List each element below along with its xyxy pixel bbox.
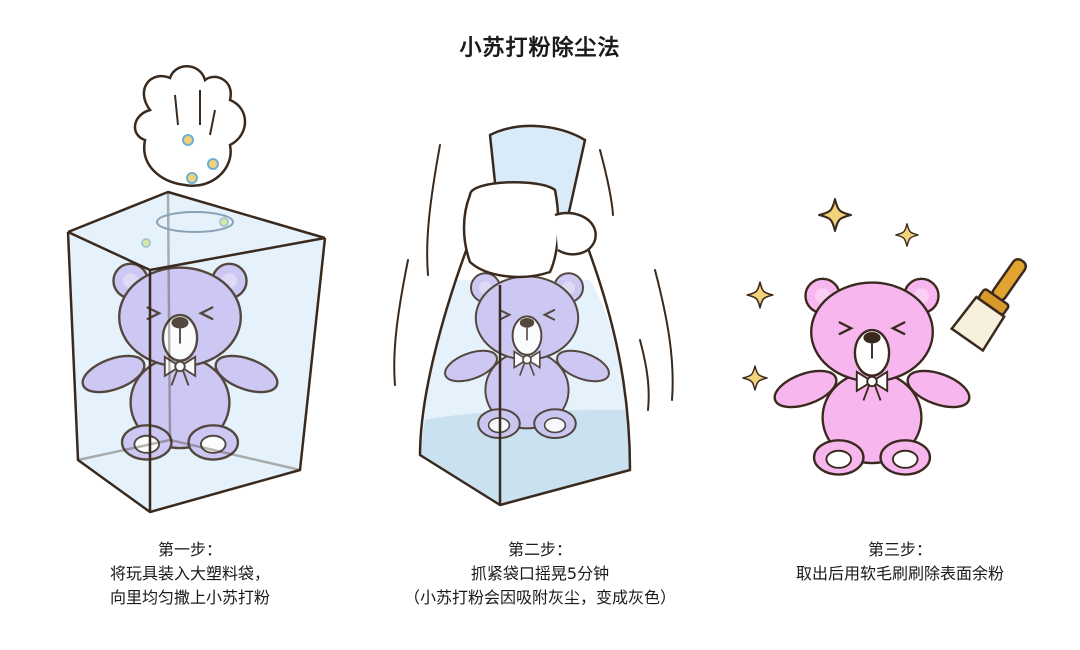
step3-caption: 第三步： 取出后用软毛刷刷除表面余粉	[740, 538, 1060, 586]
teddy-bear-icon	[768, 277, 976, 476]
glove-hand-icon	[133, 65, 247, 188]
step2-line2: （小苏打粉会因吸附灰尘，变成灰色）	[403, 588, 676, 607]
plastic-bag-icon	[66, 190, 327, 514]
page-title: 小苏打粉除尘法	[459, 36, 621, 61]
fist-hand-icon	[462, 180, 597, 279]
step3-line1: 取出后用软毛刷刷除表面余粉	[795, 564, 1004, 583]
step2-heading: 第二步：	[507, 540, 572, 559]
brush-icon	[949, 258, 1027, 353]
motion-lines	[393, 144, 674, 411]
step1-heading: 第一步：	[157, 540, 222, 559]
step2-illustration	[393, 124, 674, 507]
step2-line1: 抓紧袋口摇晃5分钟	[470, 564, 610, 583]
step3-illustration	[742, 198, 1027, 476]
step2-caption: 第二步： 抓紧袋口摇晃5分钟 （小苏打粉会因吸附灰尘，变成灰色）	[370, 538, 710, 610]
step1-caption: 第一步： 将玩具装入大塑料袋， 向里均匀撒上小苏打粉	[60, 538, 320, 610]
step3-heading: 第三步：	[867, 540, 932, 559]
step1-line2: 向里均匀撒上小苏打粉	[109, 588, 270, 607]
step1-illustration	[66, 65, 327, 514]
step1-line1: 将玩具装入大塑料袋，	[109, 564, 270, 583]
